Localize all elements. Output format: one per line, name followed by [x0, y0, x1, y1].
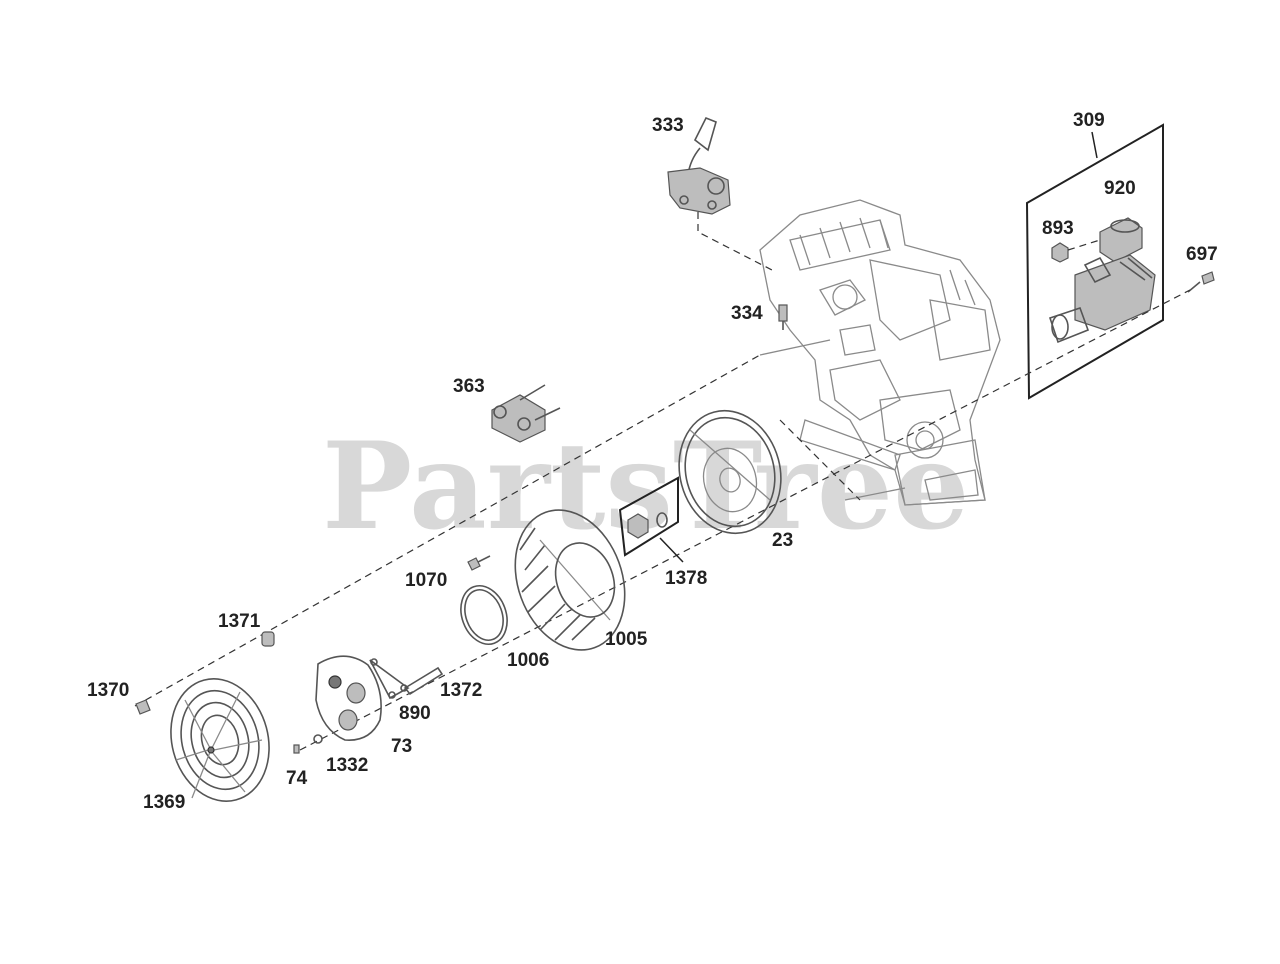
- nut-1378-part: [627, 512, 668, 539]
- leader-309: [1091, 131, 1098, 159]
- solenoid-dashed-line: [1067, 239, 1101, 251]
- callout-1005: 1005: [605, 629, 648, 650]
- bracket-890-part: [369, 658, 410, 700]
- bracket-363-part: [491, 384, 561, 443]
- fan-impeller-1005-part: [514, 509, 626, 651]
- callout-363: 363: [453, 376, 485, 397]
- callout-1070: 1070: [405, 570, 447, 591]
- spacer-1371-part: [261, 631, 275, 647]
- screw-1370-part: [135, 699, 151, 715]
- nut-893-part: [1051, 242, 1069, 263]
- watermark-text: PartsTree: [322, 416, 969, 557]
- guard-1369-part: [170, 678, 270, 802]
- bolt-697-part: [1187, 271, 1215, 293]
- callout-73: 73: [391, 736, 412, 757]
- flywheel-23-part: [678, 409, 782, 535]
- callout-1378: 1378: [665, 568, 707, 589]
- lower-dashed-axis: [299, 289, 1191, 751]
- screw-1070-part: [467, 555, 491, 571]
- callout-697: 697: [1186, 244, 1218, 265]
- callout-1371: 1371: [218, 611, 261, 632]
- screw-334-part: [778, 304, 788, 330]
- callout-334: 334: [731, 303, 763, 324]
- callout-1006: 1006: [507, 650, 549, 671]
- engine-block: [759, 199, 1001, 506]
- callout-74: 74: [286, 768, 308, 789]
- callout-333: 333: [652, 115, 684, 136]
- pin-1372-part: [403, 666, 444, 696]
- ring-1006-part: [460, 585, 508, 645]
- callout-920: 920: [1104, 178, 1136, 199]
- nut-kit-frame: [618, 476, 679, 557]
- plate-73-part: [315, 655, 382, 741]
- rivet-74-part: [293, 744, 300, 754]
- leader-1378: [659, 537, 684, 563]
- callout-1372: 1372: [440, 680, 482, 701]
- coil-dashed-line: [697, 212, 773, 271]
- block-dashed-line: [779, 419, 861, 501]
- callout-1369: 1369: [143, 792, 185, 813]
- ignition-coil-part: [667, 116, 731, 215]
- callout-1332: 1332: [326, 755, 368, 776]
- callout-890: 890: [399, 703, 431, 724]
- starter-motor-part: [1048, 254, 1156, 344]
- callout-893: 893: [1042, 218, 1074, 239]
- starter-kit-frame: [1025, 123, 1164, 400]
- callout-23: 23: [772, 530, 793, 551]
- solenoid-part: [1099, 217, 1143, 263]
- callout-309: 309: [1073, 110, 1105, 131]
- callout-1370: 1370: [87, 680, 129, 701]
- washer-1332-part: [313, 734, 323, 744]
